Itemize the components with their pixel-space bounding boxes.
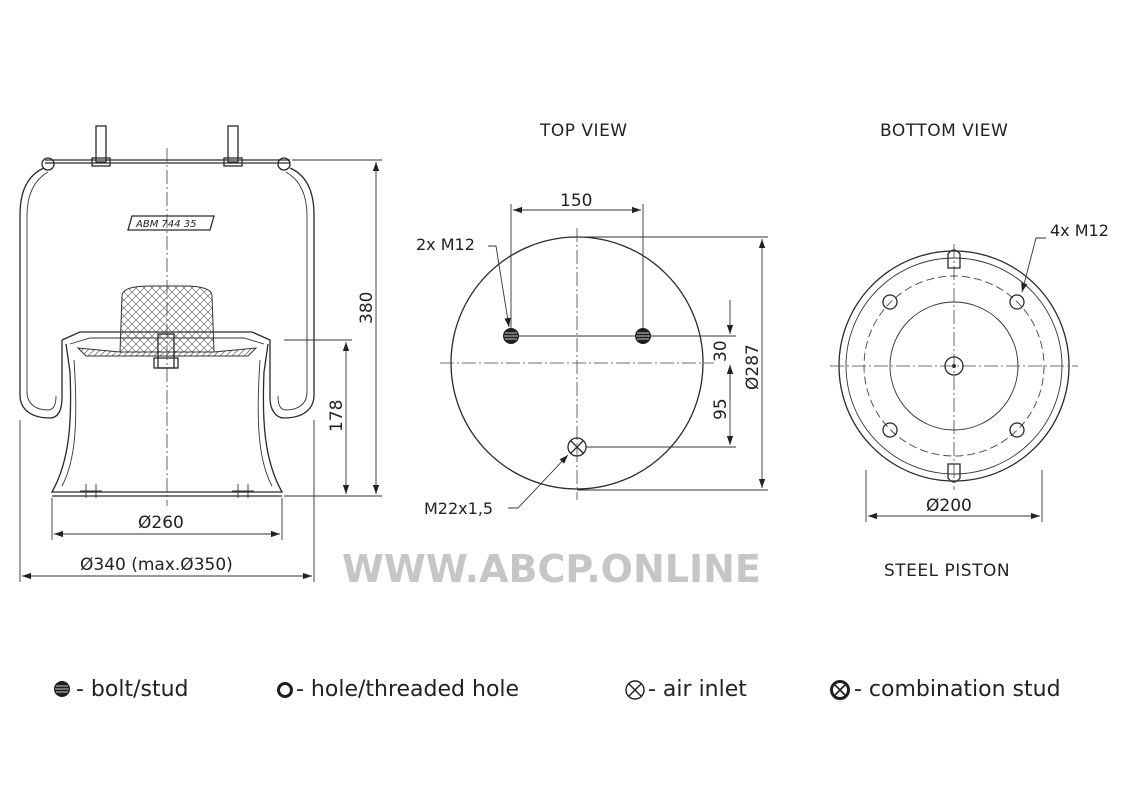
- hole-icon-bl: [882, 422, 898, 438]
- dim-150-label: 150: [560, 191, 592, 211]
- bottom-view-title: BOTTOM VIEW: [880, 121, 1008, 141]
- top-view: TOP VIEW 150 Ø287 30 95 2x M12: [416, 121, 768, 518]
- hole-icon-tl: [882, 294, 898, 310]
- dim-260-label: Ø260: [138, 513, 184, 533]
- watermark: WWW.ABCP.ONLINE: [342, 547, 761, 591]
- dim-380-label: 380: [357, 292, 377, 324]
- legend-bolt-label: - bolt/stud: [76, 677, 189, 702]
- hole-legend-icon: [277, 682, 293, 698]
- legend: - bolt/stud - hole/threaded hole - air i…: [54, 677, 1061, 702]
- stud-left-icon: [503, 328, 519, 344]
- dim-340-label: Ø340 (max.Ø350): [80, 555, 233, 575]
- inlet-callout: M22x1,5: [424, 499, 493, 518]
- bottom-view: BOTTOM VIEW 4x M12 Ø200 STEEL PISTON: [830, 121, 1109, 581]
- top-view-title: TOP VIEW: [539, 121, 628, 141]
- hole-icon-br: [1009, 422, 1025, 438]
- legend-hole-label: - hole/threaded hole: [296, 677, 519, 702]
- top-stud-left: [91, 125, 111, 167]
- legend-combo-label: - combination stud: [854, 677, 1061, 702]
- inlet-legend-icon: [625, 680, 645, 700]
- hole-icon-tr: [1009, 294, 1025, 310]
- dim-200-label: Ø200: [926, 496, 972, 516]
- side-view: ABM 744 35 380 178 Ø260 Ø340 (max.Ø350): [19, 125, 382, 582]
- label-plate: ABM 744 35: [127, 215, 215, 231]
- dim-30-label: 30: [711, 340, 731, 362]
- stud-right-icon: [635, 328, 651, 344]
- hole-callout: 4x M12: [1050, 221, 1109, 240]
- bolt-legend-icon: [54, 681, 70, 697]
- stud-callout: 2x M12: [416, 235, 475, 254]
- dim-178-label: 178: [327, 400, 347, 432]
- piston-title: STEEL PISTON: [884, 561, 1010, 581]
- combination-legend-icon: [830, 680, 850, 700]
- dim-95-label: 95: [711, 398, 731, 420]
- center-hole-icon: [944, 356, 964, 376]
- label-plate-text: ABM 744 35: [135, 219, 197, 230]
- legend-inlet-label: - air inlet: [648, 677, 747, 702]
- dim-287-label: Ø287: [743, 344, 763, 390]
- top-stud-right: [223, 125, 243, 167]
